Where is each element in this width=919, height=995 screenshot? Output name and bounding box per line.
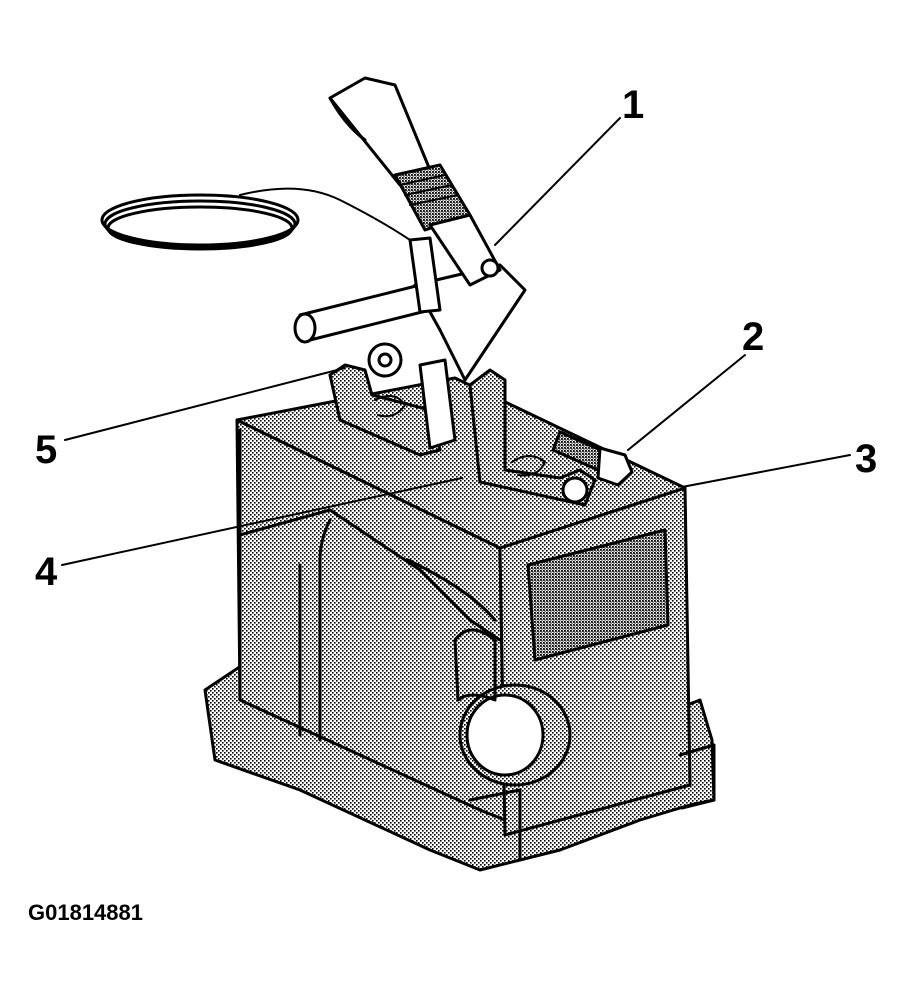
leader-5 (64, 367, 346, 441)
callout-3: 3 (855, 437, 877, 481)
housing-contour-1 (238, 508, 502, 642)
housing-port-collar (453, 628, 497, 702)
boot-rib-1 (399, 174, 446, 186)
housing (203, 376, 716, 872)
lever-support-bar-end (293, 312, 317, 344)
callout-2: 2 (742, 315, 764, 359)
callout-4: 4 (35, 550, 58, 594)
handle-assembly (293, 76, 527, 382)
cable (100, 187, 411, 251)
bushing-left-hole (377, 352, 393, 368)
lever-support-bar (298, 283, 432, 342)
pivot-pin (480, 258, 500, 278)
callout-labels: 1 2 3 4 5 (35, 83, 877, 594)
bracket-right (468, 368, 597, 507)
callout-leaders (61, 117, 851, 566)
base-foot-front (468, 788, 522, 862)
callout-5: 5 (35, 428, 57, 472)
mounting-brackets (328, 342, 597, 507)
callout-1: 1 (622, 83, 644, 127)
clip-right (511, 455, 546, 477)
handle-grip (328, 76, 432, 187)
lever-shaft (408, 236, 442, 314)
bushing-left (367, 342, 403, 378)
boot-rib-3 (409, 194, 459, 206)
leader-2 (627, 354, 746, 451)
clip-left (374, 395, 406, 418)
bracket-pivot-left (418, 358, 457, 450)
housing-contour-3 (318, 518, 332, 742)
cable-coil-2 (103, 199, 297, 249)
base-foot-right (678, 743, 716, 810)
bushing-right (561, 476, 589, 504)
bolt (551, 430, 634, 487)
housing-contour-5 (406, 558, 497, 622)
cable-coil-1 (100, 193, 300, 247)
handle-grip-cap (328, 96, 367, 142)
leader-4 (61, 477, 463, 566)
cable-coil-3 (106, 205, 294, 251)
leader-1 (494, 117, 621, 246)
boot-rib-2 (404, 184, 453, 196)
leader-3 (681, 454, 851, 488)
bolt-head (596, 446, 634, 487)
cable-run (239, 187, 411, 241)
figure-id: G01814881 (28, 900, 143, 925)
housing-port-inner (465, 693, 545, 777)
housing-side-panel (526, 528, 670, 662)
